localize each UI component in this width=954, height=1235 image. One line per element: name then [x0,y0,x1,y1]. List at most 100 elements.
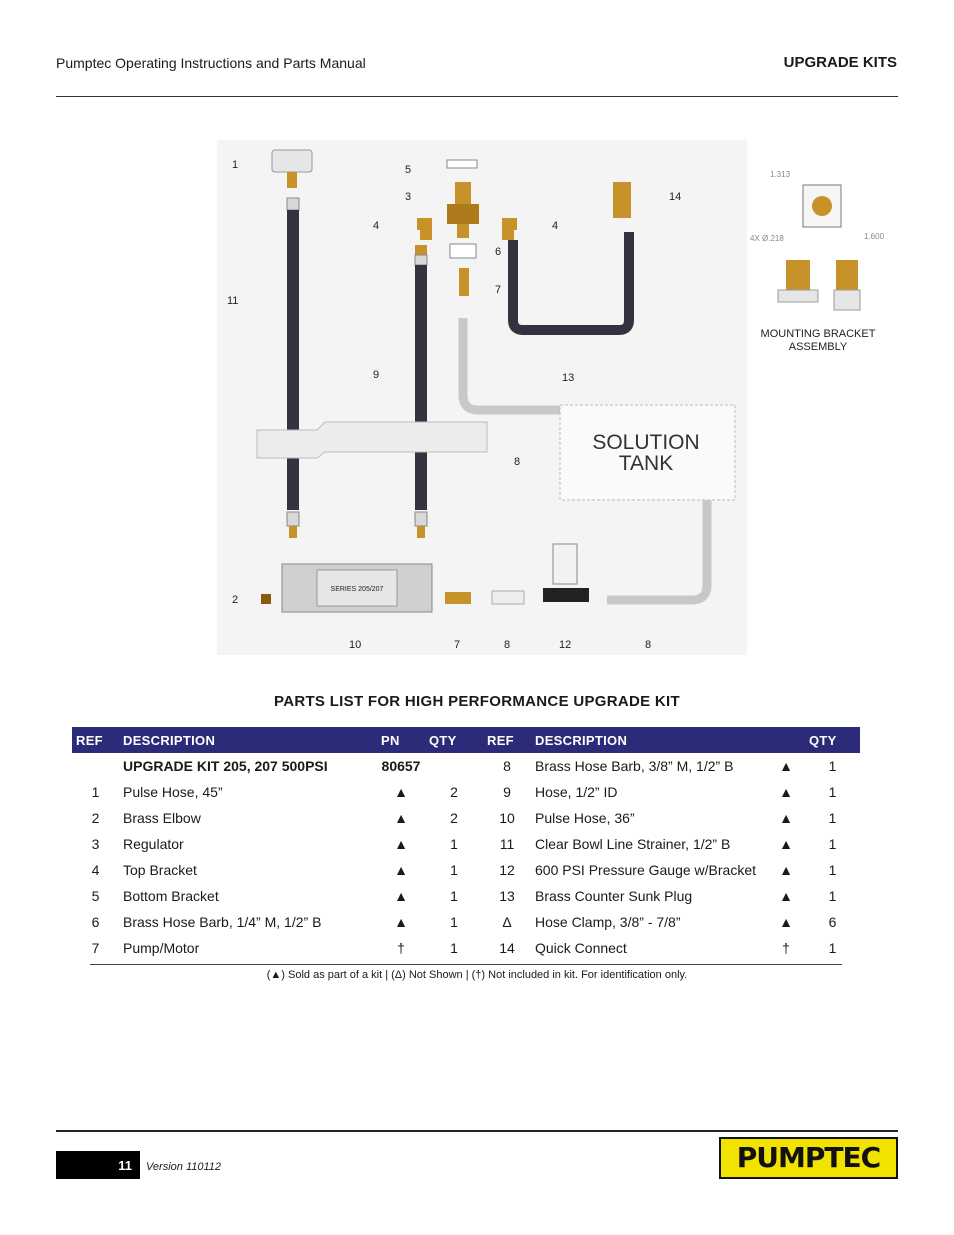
version-label: Version 110112 [146,1161,222,1173]
table-cell-mark2: ▲ [779,862,793,878]
svg-text:12: 12 [559,639,571,651]
table-cell-mark2: ▲ [779,810,793,826]
hose-13 [508,232,634,335]
table-cell-mark2: ▲ [779,914,793,930]
hose-barb-8-part [445,592,471,604]
svg-text:7: 7 [454,639,460,651]
table-cell-ref2: 9 [503,784,511,800]
svg-text:8: 8 [504,639,510,651]
table-cell-mark2: ▲ [779,888,793,904]
svg-text:14: 14 [669,191,681,203]
svg-text:1: 1 [232,159,238,171]
hose-9 [414,245,428,538]
page-number: 11 [118,1158,132,1173]
table-cell-qty2: 1 [828,862,837,878]
table-cell-qty: 1 [450,836,458,852]
table-cell-desc2: 600 PSI Pressure Gauge w/Bracket [535,862,756,878]
parts-diagram: SERIES 205/207 1 2 3 4 4 5 6 7 7 8 8 8 9… [217,140,747,655]
elbow-parts [417,218,517,240]
table-cell-mark: † [397,940,405,956]
table-cell-ref2: 12 [499,862,515,878]
svg-text:8: 8 [645,639,651,651]
table-cell-desc2: Brass Counter Sunk Plug [535,888,693,904]
page-number-box: 11 [56,1151,140,1179]
table-cell-ref: 2 [91,810,100,826]
section-title: UPGRADE KITS [783,54,897,71]
tank-label: SOLUTION TANK [592,431,700,475]
table-cell-ref: 3 [91,836,100,852]
table-cell-qty: 1 [450,862,458,878]
table-rule [90,964,842,965]
table-cell-qty: 2 [450,810,458,826]
pumptec-logo: PUMPTEC [719,1137,898,1179]
table-cell-ref: 6 [91,914,100,930]
table-cell-desc: Brass Hose Barb, 1/4” M, 1/2” B [123,914,322,930]
regulator-part [446,159,479,238]
table-header-row: REF DESCRIPTION PN QTY REF DESCRIPTION Q… [72,727,860,753]
manual-title: Pumptec Operating Instructions and Parts… [56,55,366,71]
pump-motor-part: SERIES 205/207 [281,563,433,613]
svg-text:1.600: 1.600 [864,232,885,241]
table-cell-qty2: 1 [828,810,837,826]
gauge-part [271,149,313,188]
table-cell-ref2: 11 [499,836,515,852]
table-cell-mark: ▲ [394,888,408,904]
mounting-bracket-detail: 1.313 4X Ø.218 1.600 [750,170,885,311]
table-cell-qty: 1 [450,888,458,904]
table-cell-qty2: 1 [828,888,837,904]
quick-connect-part [613,182,631,218]
svg-text:4: 4 [373,220,379,232]
table-cell-desc: Pulse Hose, 45” [123,784,223,800]
table-cell-qty2: 1 [828,836,837,852]
table-cell-mark: ▲ [394,914,408,930]
table-cell-qty: 1 [450,914,458,930]
table-cell-desc: Bottom Bracket [123,888,219,904]
table-cell-qty: 2 [450,784,458,800]
table-cell-desc: Top Bracket [123,862,197,878]
table-cell-desc: Pump/Motor [123,940,200,956]
table-cell-desc2: Pulse Hose, 36” [535,810,635,826]
mounting-bracket-label: MOUNTING BRACKET ASSEMBLY [760,328,876,353]
brass-elbow-part [261,594,271,604]
table-cell-ref: 5 [91,888,100,904]
table-cell-qty: 1 [450,940,458,956]
table-cell-desc2: Quick Connect [535,940,627,956]
table-row: 2 Brass Elbow ▲ 2 10 Pulse Hose, 36” ▲ 1 [72,805,860,831]
table-cell-mark: ▲ [394,862,408,878]
strainer-part [543,543,589,602]
table-cell-mark: ▲ [394,784,408,800]
pump-label: SERIES 205/207 [331,586,384,593]
table-cell-desc: Regulator [123,836,184,852]
svg-text:2: 2 [232,594,238,606]
table-cell-mark: ▲ [394,836,408,852]
svg-text:9: 9 [373,369,379,381]
svg-text:7: 7 [495,284,501,296]
table-cell-desc2: Clear Bowl Line Strainer, 1/2” B [535,836,731,852]
svg-text:4X Ø.218: 4X Ø.218 [750,234,784,243]
svg-text:11: 11 [227,295,238,307]
table-cell-desc2: Hose, 1/2” ID [535,784,618,800]
hose-barb-part [459,268,469,296]
table-cell-ref: 1 [91,784,100,800]
table-cell-mark: ▲ [394,810,408,826]
solution-tank [559,404,736,501]
hose-segment-part [491,590,525,605]
svg-text:13: 13 [562,372,574,384]
table-cell-desc: Brass Elbow [123,810,201,826]
table-cell-ref2: Δ [502,914,512,930]
table-legend: (▲) Sold as part of a kit | (Δ) Not Show… [266,969,688,981]
hose-8-bottom [607,500,712,605]
hose-8-top [458,318,562,415]
svg-text:6: 6 [495,246,501,258]
table-cell-ref2: 14 [499,940,515,956]
parts-list-title: PARTS LIST FOR HIGH PERFORMANCE UPGRADE … [274,693,680,710]
table-cell-ref2: 10 [499,810,515,826]
svg-text:5: 5 [405,164,411,176]
table-cell-mark2: ▲ [779,836,793,852]
header-rule [56,96,898,97]
table-cell-qty2: 1 [828,940,837,956]
